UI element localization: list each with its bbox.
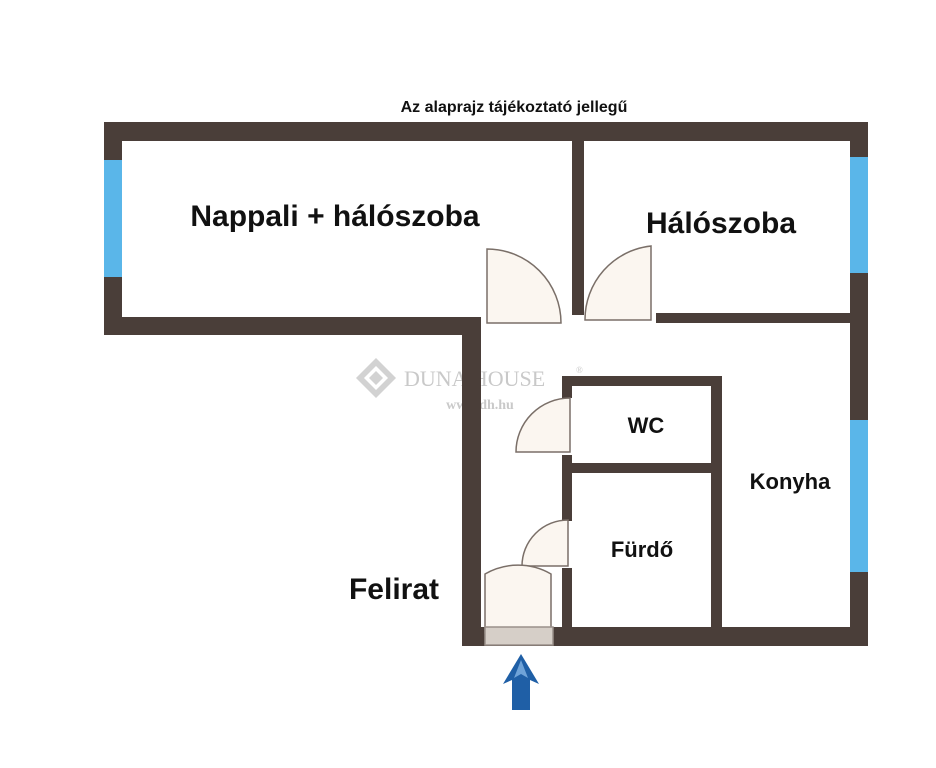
wall-wc-left-upper [562, 376, 572, 398]
windows [104, 157, 868, 572]
wall-bottom [462, 627, 868, 646]
wall-wc-right [711, 376, 722, 629]
window-kitchen [850, 420, 868, 572]
watermark-registered: ® [576, 365, 583, 375]
wall-bedroom-bottom [656, 313, 868, 323]
doors [484, 245, 652, 646]
window-bedroom [850, 157, 868, 273]
room-label-konyha: Konyha [750, 469, 831, 494]
entrance-threshold [484, 626, 554, 646]
window-living [104, 160, 122, 277]
up-arrow-icon [503, 654, 539, 710]
wall-corridor-left [462, 317, 481, 645]
wall-wc-left-lower [562, 568, 572, 629]
door-entrance[interactable] [484, 564, 552, 634]
wall-partition [572, 122, 584, 315]
door-bedroom[interactable] [584, 245, 652, 321]
door-bathroom[interactable] [521, 519, 569, 567]
diamond-logo-icon [356, 358, 396, 398]
room-label-furdo: Fürdő [611, 537, 673, 562]
wall-top [104, 122, 868, 141]
wall-wc-bath-divider [562, 463, 722, 473]
room-label-wc: WC [628, 413, 665, 438]
wall-living-bottom [104, 317, 481, 335]
disclaimer-note: Az alaprajz tájékoztató jellegű [401, 99, 628, 116]
wall-wc-top [562, 376, 722, 386]
room-label-felirat: Felirat [349, 573, 439, 606]
room-label-nappali: Nappali + hálószoba [190, 200, 480, 233]
door-wc[interactable] [515, 397, 571, 453]
door-living-room[interactable] [486, 248, 562, 324]
wall-wc-left-mid [562, 455, 572, 521]
room-labels: Nappali + hálószoba Hálószoba WC Konyha … [190, 200, 831, 606]
room-label-haloszoba: Hálószoba [646, 207, 796, 240]
